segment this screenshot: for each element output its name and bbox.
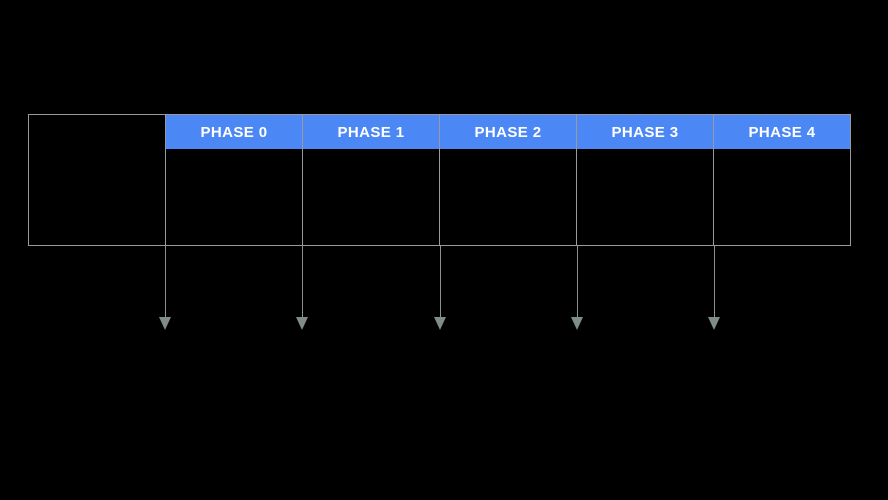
phase-body-cell-1 [303,149,439,245]
arrow-head [571,317,583,330]
phase-header-0: PHASE 0 [166,115,302,149]
phase-column-0: PHASE 0 [166,115,303,245]
phase-body-cell-0 [166,149,302,245]
arrow-shaft [576,246,578,317]
down-arrow-icon [159,246,171,330]
arrow-head [434,317,446,330]
arrow-shaft [439,246,441,317]
phase-body-cell-4 [714,149,850,245]
phase-body-cell-3 [577,149,713,245]
down-arrow-icon [296,246,308,330]
down-arrow-icon [434,246,446,330]
down-arrow-icon [708,246,720,330]
phase-header-4: PHASE 4 [714,115,850,149]
phase-column-1: PHASE 1 [303,115,440,245]
arrow-shaft [301,246,303,317]
phase-header-2: PHASE 2 [440,115,576,149]
arrow-shaft [164,246,166,317]
arrow-head [296,317,308,330]
phase-header-1: PHASE 1 [303,115,439,149]
phase-table: PHASE 0 PHASE 1 PHASE 2 PHASE 3 PHASE 4 [28,114,851,246]
arrow-shaft [713,246,715,317]
phase-column-3: PHASE 3 [577,115,714,245]
down-arrow-icon [571,246,583,330]
table-stub-cell [29,115,166,245]
arrow-head [708,317,720,330]
phase-column-2: PHASE 2 [440,115,577,245]
phase-column-4: PHASE 4 [714,115,850,245]
arrow-head [159,317,171,330]
phase-header-3: PHASE 3 [577,115,713,149]
phase-body-cell-2 [440,149,576,245]
